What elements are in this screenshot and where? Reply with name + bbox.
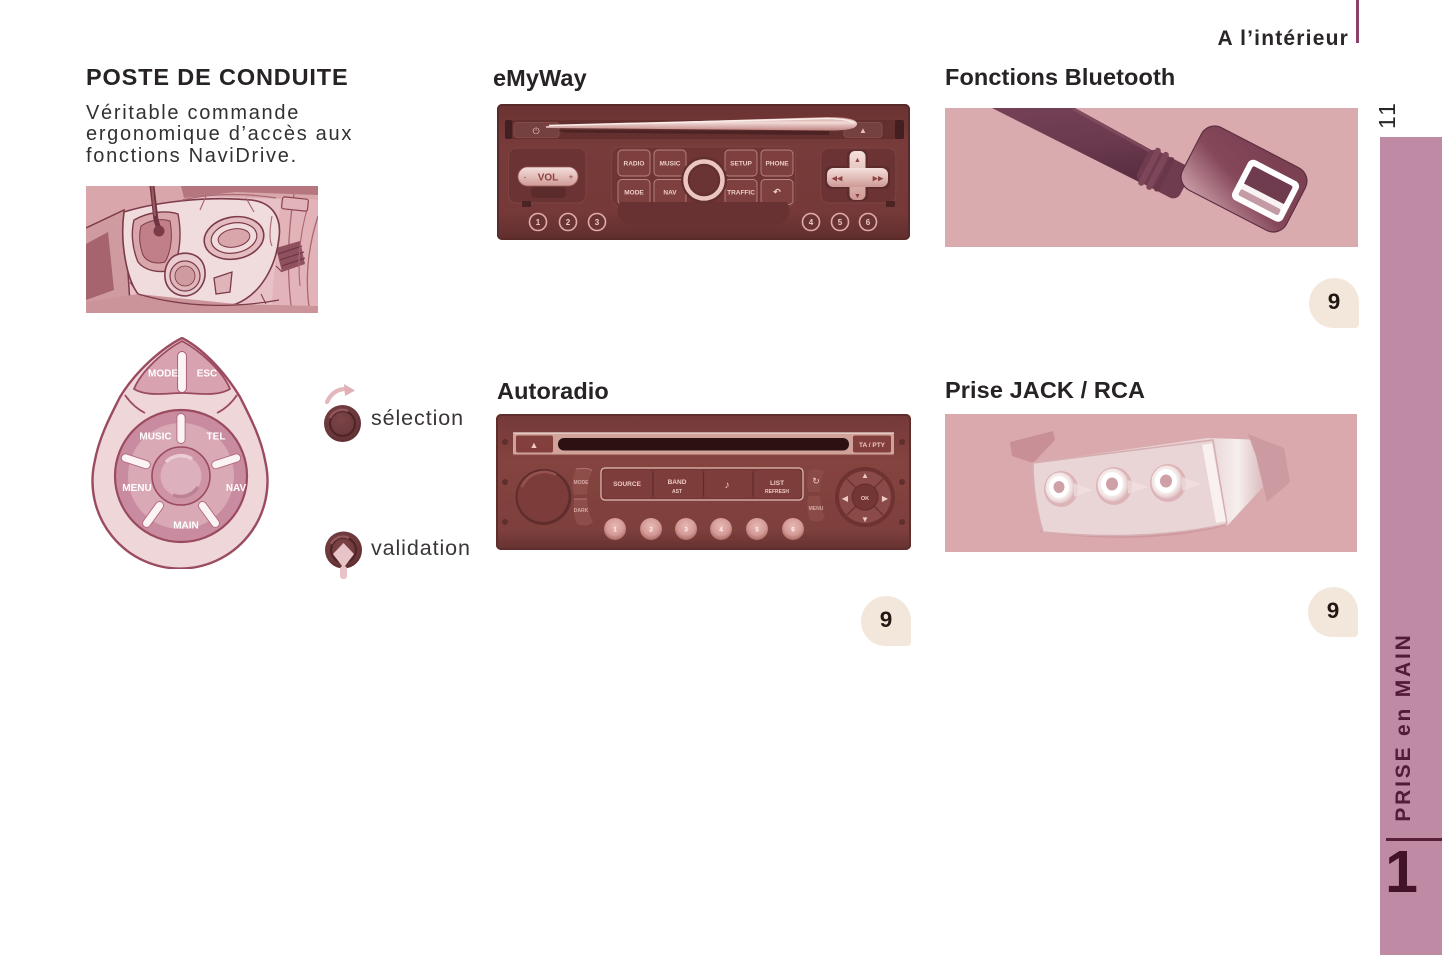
svg-text:▼: ▼ (854, 193, 861, 200)
svg-text:RADIO: RADIO (624, 161, 645, 168)
svg-text:ESC: ESC (197, 369, 218, 380)
svg-text:SETUP: SETUP (730, 161, 752, 168)
svg-text:▲: ▲ (861, 471, 869, 480)
svg-text:▼: ▼ (861, 515, 869, 524)
svg-text:TEL: TEL (207, 432, 226, 443)
svg-text:6: 6 (866, 218, 871, 227)
svg-text:VOL: VOL (538, 173, 559, 184)
svg-text:NAV: NAV (663, 190, 677, 197)
svg-text:▶: ▶ (882, 494, 889, 503)
svg-text:3: 3 (595, 218, 600, 227)
svg-text:♪: ♪ (725, 480, 730, 491)
svg-text:4: 4 (719, 527, 723, 534)
svg-text:MUSIC: MUSIC (139, 432, 171, 443)
svg-text:◀: ◀ (842, 494, 849, 503)
svg-text:▲: ▲ (530, 440, 539, 450)
svg-text:+: + (569, 173, 574, 182)
svg-text:OK: OK (861, 496, 869, 502)
svg-text:MODE: MODE (624, 190, 644, 197)
svg-text:▲: ▲ (859, 126, 867, 135)
svg-text:↻: ↻ (812, 476, 820, 486)
svg-text:TRAFFIC: TRAFFIC (727, 190, 755, 197)
svg-text:2: 2 (649, 527, 653, 534)
svg-text:DARK: DARK (574, 508, 589, 514)
svg-text:REFRESH: REFRESH (765, 489, 789, 495)
svg-text:▶▶: ▶▶ (873, 176, 884, 183)
svg-text:↶: ↶ (772, 187, 781, 197)
svg-text:AST: AST (672, 489, 682, 495)
svg-text:LIST: LIST (770, 480, 784, 487)
svg-text:⏻: ⏻ (532, 126, 539, 136)
svg-text:MAIN: MAIN (173, 521, 199, 532)
svg-text:1: 1 (536, 218, 541, 227)
svg-text:5: 5 (755, 527, 759, 534)
svg-text:PHONE: PHONE (765, 161, 789, 168)
svg-text:BAND: BAND (668, 479, 687, 486)
svg-text:MODE: MODE (148, 369, 178, 380)
svg-text:5: 5 (838, 218, 843, 227)
svg-text:1: 1 (613, 527, 617, 534)
svg-text:▲: ▲ (854, 157, 861, 164)
svg-text:TA / PTY: TA / PTY (859, 442, 886, 449)
svg-text:MENU: MENU (122, 483, 151, 494)
svg-text:MODE: MODE (574, 480, 590, 486)
svg-text:2: 2 (566, 218, 571, 227)
svg-text:NAV: NAV (226, 483, 247, 494)
svg-text:6: 6 (791, 527, 795, 534)
svg-text:MENU: MENU (809, 506, 824, 512)
svg-text:SOURCE: SOURCE (613, 481, 641, 488)
svg-text:4: 4 (809, 218, 814, 227)
svg-text:3: 3 (684, 527, 688, 534)
svg-text:◀◀: ◀◀ (832, 176, 843, 183)
svg-text:MUSIC: MUSIC (660, 161, 681, 168)
svg-text:-: - (524, 173, 527, 182)
